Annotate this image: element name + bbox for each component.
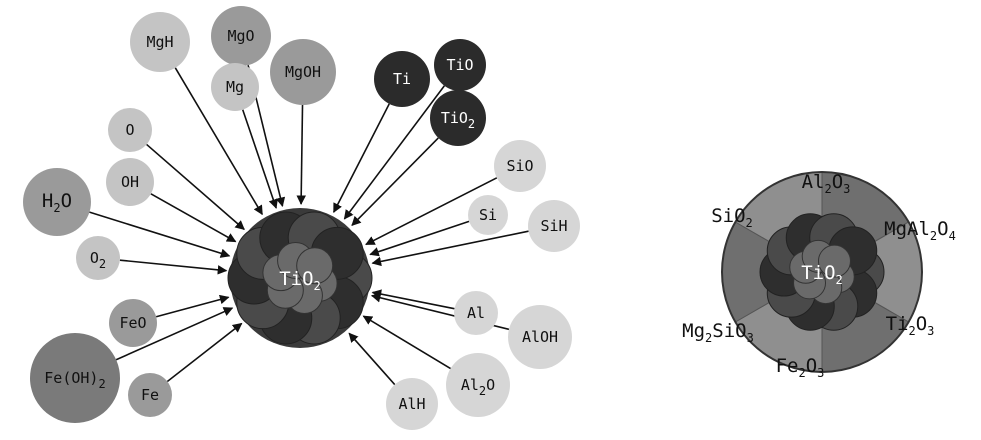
species-label: Fe xyxy=(141,386,159,404)
arrow-mg xyxy=(241,109,278,209)
arrow-tio xyxy=(343,85,446,220)
species-h2o: H2O xyxy=(23,168,91,236)
species-mg: Mg xyxy=(211,63,259,111)
shell-outline xyxy=(721,171,923,373)
species-bubble xyxy=(109,299,157,347)
species-label: Si xyxy=(479,206,497,224)
species-bubble xyxy=(128,373,172,417)
species-label: TiO xyxy=(446,56,473,74)
species-mgh: MgH xyxy=(130,12,190,72)
arrow-sio xyxy=(365,177,498,246)
species-bubble xyxy=(211,6,271,66)
species-bubble xyxy=(468,195,508,235)
species-bubble xyxy=(374,51,430,107)
right-core-inner-lobe xyxy=(817,244,851,278)
species-ti: Ti xyxy=(374,51,430,107)
arrow-feo xyxy=(155,294,230,318)
arrow-alh xyxy=(348,332,396,386)
shell-label-mg2sio3: Mg2SiO3 xyxy=(682,320,754,345)
species-bubble xyxy=(434,39,486,91)
arrow-si xyxy=(369,220,470,257)
species-o: O xyxy=(108,108,152,152)
arrow-sih xyxy=(371,230,529,267)
species-tio: TiO xyxy=(434,39,486,91)
arrow-al xyxy=(371,289,455,310)
species-label: MgOH xyxy=(285,63,321,81)
species-label: H2O xyxy=(42,190,72,215)
arrows-layer xyxy=(89,64,529,386)
species-bubble xyxy=(508,305,572,369)
arrow-ti xyxy=(333,103,390,214)
arrow-feoh2 xyxy=(115,307,234,361)
species-o2: O2 xyxy=(76,236,120,280)
species-label: Al xyxy=(467,304,485,322)
core-inner-lobe xyxy=(296,247,334,285)
species-label: Al2O xyxy=(461,376,495,398)
species-label: Fe(OH)2 xyxy=(44,369,105,391)
species-aloh: AlOH xyxy=(508,305,572,369)
shell-label-sio2: SiO2 xyxy=(711,205,753,230)
arrow-h2o xyxy=(89,211,231,258)
species-si: Si xyxy=(468,195,508,235)
species-bubble xyxy=(23,168,91,236)
species-label: SiO xyxy=(506,157,533,175)
species-label: Ti xyxy=(393,70,411,88)
arrow-al2o xyxy=(362,315,451,370)
species-al2o: Al2O xyxy=(446,353,510,417)
species-tio2: TiO2 xyxy=(430,90,486,146)
species-bubble xyxy=(211,63,259,111)
arrow-mgoh xyxy=(296,104,307,205)
species-bubble xyxy=(76,236,120,280)
species-label: AlH xyxy=(398,395,425,413)
species-bubble xyxy=(30,333,120,423)
species-label: MgO xyxy=(227,27,254,45)
species-bubble xyxy=(494,140,546,192)
species-label: O2 xyxy=(90,249,106,271)
species-feoh2: Fe(OH)2 xyxy=(30,333,120,423)
shell-label-mgal2o4: MgAl2O4 xyxy=(884,218,956,243)
arrow-o xyxy=(146,143,245,231)
species-bubble xyxy=(430,90,486,146)
core-label: TiO2 xyxy=(279,268,321,293)
species-bubble xyxy=(108,108,152,152)
arrow-tio2 xyxy=(351,137,439,227)
species-label: TiO2 xyxy=(441,109,475,131)
species-mgoh: MgOH xyxy=(270,39,336,105)
species-alh: AlH xyxy=(386,378,438,430)
shell-label-fe2o3: Fe2O3 xyxy=(776,355,825,380)
left-core-cluster: TiO2 xyxy=(227,208,373,348)
species-sih: SiH xyxy=(528,200,580,252)
species-bubble xyxy=(106,158,154,206)
species-bubble xyxy=(130,12,190,72)
species-label: OH xyxy=(121,173,139,191)
shell-label-al2o3: Al2O3 xyxy=(802,171,851,196)
species-oh: OH xyxy=(106,158,154,206)
species-label: O xyxy=(125,121,134,139)
species-label: MgH xyxy=(146,33,173,51)
species-bubble xyxy=(528,200,580,252)
species-feo: FeO xyxy=(109,299,157,347)
species-label: SiH xyxy=(540,217,567,235)
arrow-oh xyxy=(150,193,237,243)
arrow-fe xyxy=(166,322,243,383)
species-mgo: MgO xyxy=(211,6,271,66)
arrow-mgh xyxy=(174,67,263,216)
shell-label-ti2o3: Ti2O3 xyxy=(886,313,935,338)
species-label: AlOH xyxy=(522,328,558,346)
species-bubble xyxy=(446,353,510,417)
species-bubble xyxy=(270,39,336,105)
species-label: FeO xyxy=(119,314,146,332)
species-sio: SiO xyxy=(494,140,546,192)
arrow-o2 xyxy=(119,259,228,275)
right-core-label: TiO2 xyxy=(801,262,843,287)
species-al: Al xyxy=(454,291,498,335)
species-label: Mg xyxy=(226,78,244,96)
species-bubble xyxy=(386,378,438,430)
species-bubble xyxy=(454,291,498,335)
species-fe: Fe xyxy=(128,373,172,417)
